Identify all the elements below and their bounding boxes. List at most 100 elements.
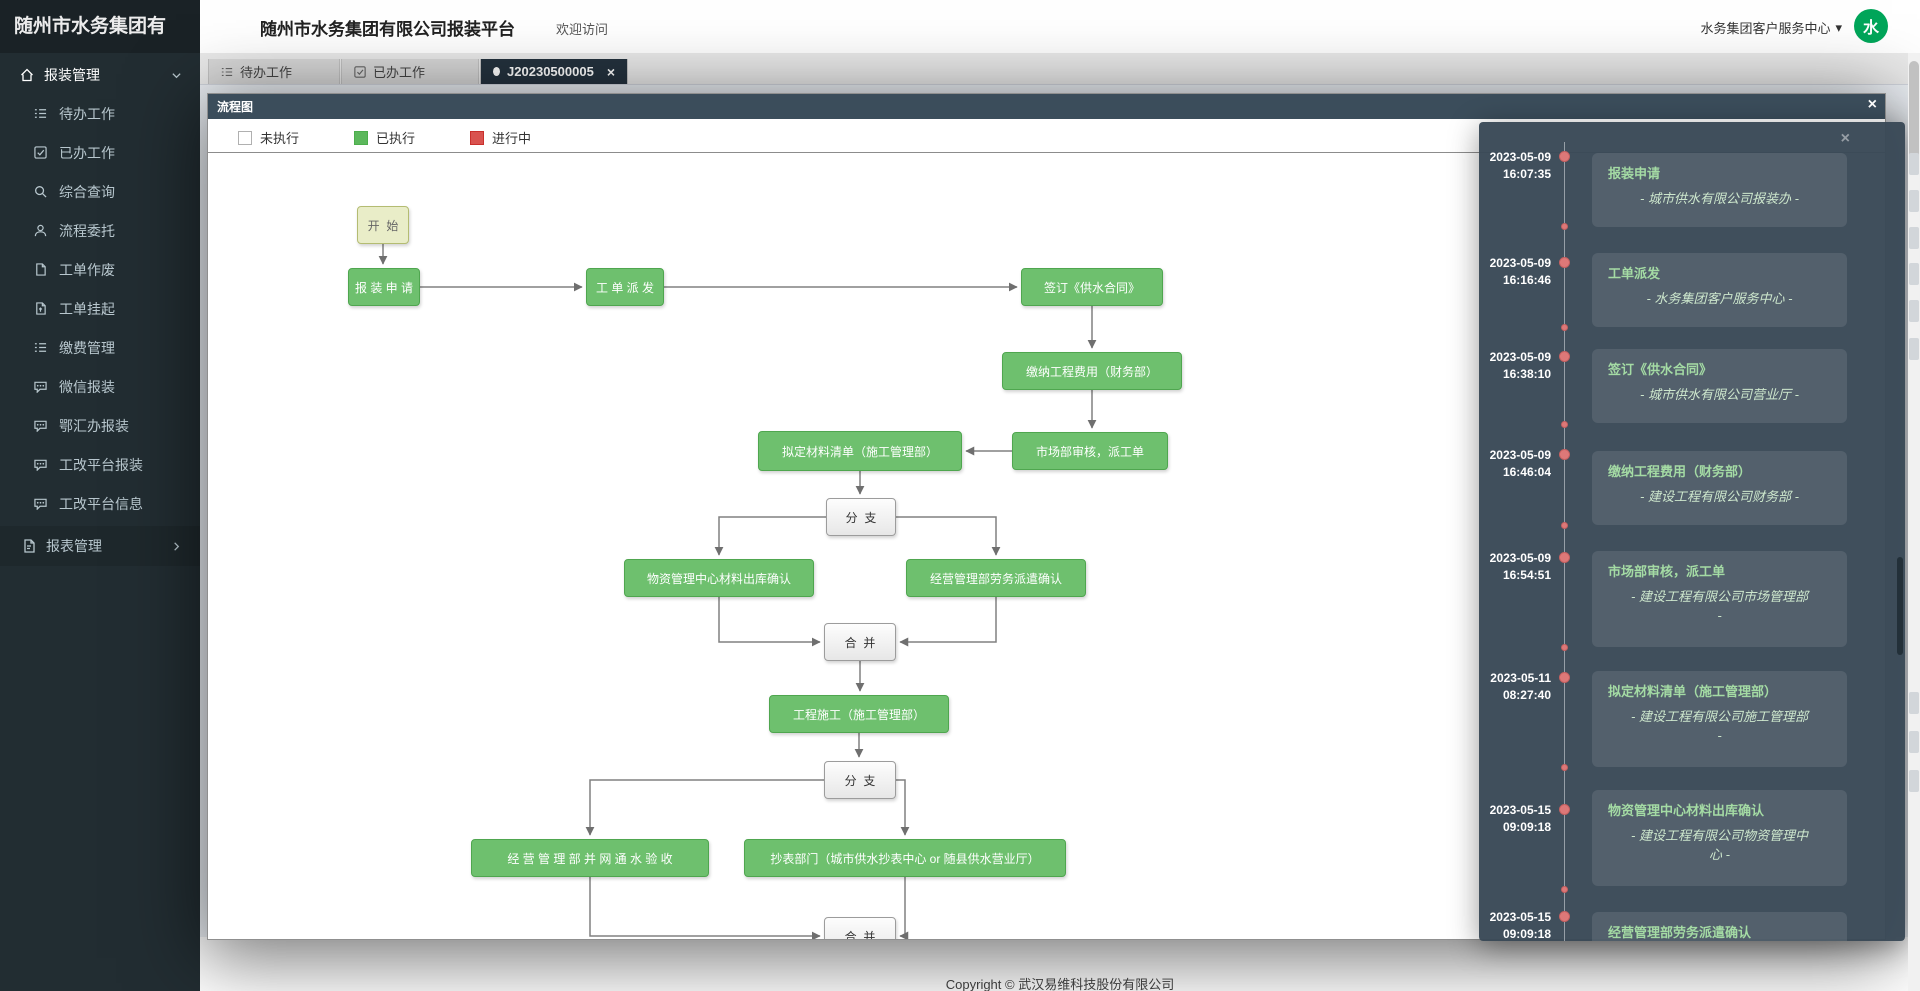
circle-icon <box>493 67 501 76</box>
timeline-card-dept: - 城市供水有限公司营业厅 - <box>1640 387 1799 402</box>
flow-node-material-list: 拟定材料清单（施工管理部） <box>758 431 962 471</box>
sidebar-item-label: 综合查询 <box>59 183 115 200</box>
list-icon <box>34 341 47 354</box>
timeline-card-title: 物资管理中心材料出库确认 <box>1608 803 1765 818</box>
search-icon <box>34 185 47 198</box>
timeline-close-icon[interactable]: × <box>1840 130 1850 147</box>
bottom-strip <box>200 937 1920 991</box>
timeline-card-dept: - 城市供水有限公司报装办 - <box>1640 191 1799 206</box>
sidebar-item-yiban-gongzuo[interactable]: 已办工作 <box>0 133 200 172</box>
chevron-right-icon <box>171 541 182 552</box>
modal-close-icon[interactable]: × <box>1867 96 1877 113</box>
timeline-card-dept: - 建设工程有限公司物资管理中心 - <box>1631 828 1808 862</box>
scroll-marker <box>1909 338 1919 360</box>
sidebar-item-gongdan-zuofei[interactable]: 工单作废 <box>0 250 200 289</box>
legend-label: 未执行 <box>260 131 300 146</box>
check-square-icon <box>34 146 47 159</box>
timeline-dot <box>1559 911 1570 922</box>
tab-workorder-j20230500005[interactable]: J20230500005 × <box>480 59 628 84</box>
timeline-card-dept: - 水务集团客户服务中心 - <box>1646 291 1793 306</box>
sidebar-item-label: 已办工作 <box>59 144 115 161</box>
tab-yiban-gongzuo[interactable]: 已办工作 <box>341 59 479 84</box>
sidebar-item-label: 微信报装 <box>59 378 115 395</box>
file-hang-icon <box>34 302 47 315</box>
sidebar-item-ehuiban-baozhuang[interactable]: 鄂汇办报装 <box>0 406 200 445</box>
file-icon <box>34 263 47 276</box>
timeline-axis <box>1564 142 1565 941</box>
timeline-card-title: 拟定材料清单（施工管理部） <box>1608 684 1778 699</box>
sidebar-item-label: 工单作废 <box>59 261 115 278</box>
list-icon <box>34 107 47 120</box>
timeline-dot <box>1559 151 1570 162</box>
flow-node-branch-1: 分 支 <box>826 498 896 536</box>
sidebar-item-label: 工改平台信息 <box>59 495 143 512</box>
timeline-card-dept: - 建设工程有限公司市场管理部 - <box>1631 589 1808 623</box>
timeline-card-dept: - 建设工程有限公司财务部 - <box>1640 489 1799 504</box>
page-scrollbar[interactable] <box>1908 53 1920 991</box>
timeline-card-title: 经营管理部劳务派遣确认 <box>1608 925 1752 940</box>
sidebar-item-label: 报表管理 <box>46 538 102 554</box>
timeline-dot-small <box>1561 522 1568 529</box>
sidebar-item-gonggai-xinxi[interactable]: 工改平台信息 <box>0 484 200 523</box>
sidebar-item-baobiao-guanli[interactable]: 报表管理 <box>0 526 200 566</box>
flow-node-branch-2: 分 支 <box>824 761 896 799</box>
timeline-card-title: 签订《供水合同》 <box>1608 362 1713 377</box>
sidebar-item-label: 待办工作 <box>59 105 115 122</box>
timeline-card-title: 报装申请 <box>1608 166 1661 181</box>
flow-node-acceptance: 经 营 管 理 部 并 网 通 水 验 收 <box>471 839 709 877</box>
welcome-text: 欢迎访问 <box>556 22 609 37</box>
flow-node-construction: 工程施工（施工管理部） <box>769 695 949 733</box>
timeline-card: 签订《供水合同》 - 城市供水有限公司营业厅 - <box>1592 349 1847 423</box>
timeline-dot-small <box>1561 644 1568 651</box>
timeline-dot-small <box>1561 324 1568 331</box>
timeline-card-title: 工单派发 <box>1608 266 1661 281</box>
app-logo: 随州市水务集团有 <box>0 0 200 53</box>
modal-title: 流程图 <box>217 100 254 114</box>
timeline-dot-small <box>1561 421 1568 428</box>
timeline-card: 报装申请 - 城市供水有限公司报装办 - <box>1592 153 1847 227</box>
caret-down-icon: ▾ <box>1835 19 1842 35</box>
scroll-marker <box>1909 692 1919 714</box>
sidebar-item-baozhuang-guanli[interactable]: 报装管理 <box>0 60 200 90</box>
modal-header[interactable]: 流程图 × <box>208 94 1885 119</box>
flow-node-market-review: 市场部审核，派工单 <box>1012 432 1168 470</box>
sidebar-item-zonghe-chaxun[interactable]: 综合查询 <box>0 172 200 211</box>
tab-bar: 待办工作 已办工作 J20230500005 × <box>200 53 1920 85</box>
sidebar-item-gonggai-baozhuang[interactable]: 工改平台报装 <box>0 445 200 484</box>
comment-icon <box>34 497 47 510</box>
sidebar-item-jiaofei-guanli[interactable]: 缴费管理 <box>0 328 200 367</box>
timeline-dot-small <box>1561 223 1568 230</box>
legend-executed: 已执行 <box>354 128 415 147</box>
timeline-dot <box>1559 552 1570 563</box>
flow-connectors <box>378 244 1097 939</box>
flow-node-meter-reading: 抄表部门（城市供水抄表中心 or 随县供水营业厅） <box>744 839 1066 877</box>
timeline-card: 拟定材料清单（施工管理部） - 建设工程有限公司施工管理部 - <box>1592 671 1847 767</box>
user-menu[interactable]: 水务集团客户服务中心 ▾ <box>1700 18 1842 37</box>
top-header: 随州市水务集团有限公司报装平台 欢迎访问 水务集团客户服务中心 ▾ 水 <box>200 0 1920 54</box>
sidebar-item-label: 缴费管理 <box>59 339 115 356</box>
timeline-scrollbar-thumb[interactable] <box>1897 557 1903 655</box>
legend-label: 进行中 <box>492 131 532 146</box>
timeline-card: 经营管理部劳务派遣确认 <box>1592 912 1847 941</box>
check-square-icon <box>354 65 366 78</box>
page-scrollbar-thumb[interactable] <box>1909 61 1919 166</box>
sidebar-item-liucheng-weituo[interactable]: 流程委托 <box>0 211 200 250</box>
avatar[interactable]: 水 <box>1854 9 1888 43</box>
flow-node-dispatch: 工 单 派 发 <box>586 268 664 306</box>
tab-daiban-gongzuo[interactable]: 待办工作 <box>208 59 340 84</box>
sidebar-item-gongdan-guaqi[interactable]: 工单挂起 <box>0 289 200 328</box>
sidebar-item-daiban-gongzuo[interactable]: 待办工作 <box>0 94 200 133</box>
timeline-dot <box>1559 804 1570 815</box>
sidebar-item-label: 鄂汇办报装 <box>59 417 129 434</box>
timeline-dot-small <box>1561 886 1568 893</box>
timeline-dot <box>1559 257 1570 268</box>
report-icon <box>22 539 36 553</box>
tab-close-icon[interactable]: × <box>606 63 615 80</box>
timeline-card-title: 缴纳工程费用（财务部） <box>1608 464 1752 479</box>
sidebar-item-weixin-baozhuang[interactable]: 微信报装 <box>0 367 200 406</box>
